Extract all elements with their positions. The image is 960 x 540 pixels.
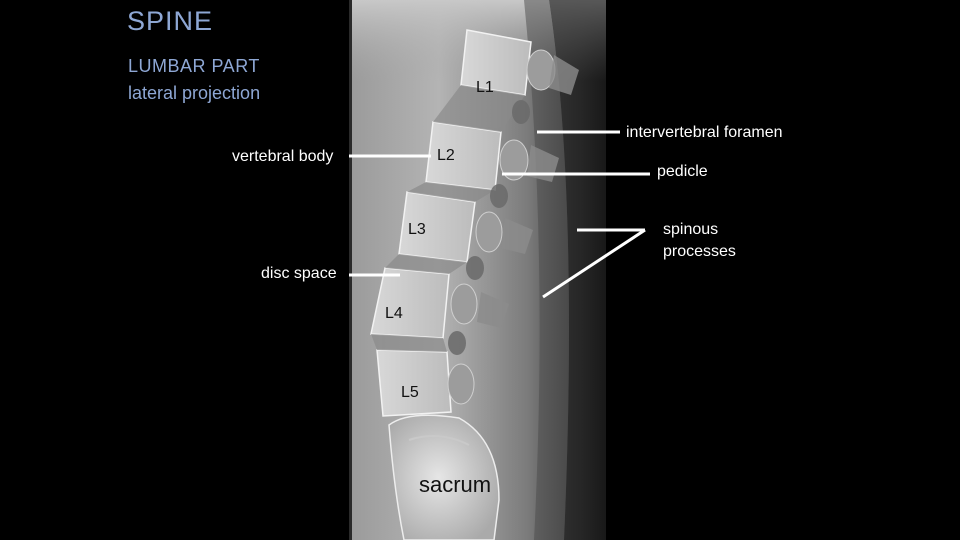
annotation-pedicle: pedicle [657, 163, 708, 180]
label-sacrum: sacrum [419, 472, 492, 497]
slide-subtitle-projection: lateral projection [128, 83, 261, 103]
slide-title: SPINE [127, 6, 214, 36]
label-l5: L5 [401, 384, 419, 401]
label-l1: L1 [476, 79, 494, 96]
label-l2: L2 [437, 147, 455, 164]
annotation-intervertebral-foramen: intervertebral foramen [626, 124, 783, 141]
label-l4: L4 [385, 305, 403, 322]
slide-subtitle-region: LUMBAR PART [128, 56, 260, 76]
annotation-vertebral-body: vertebral body [232, 148, 334, 165]
annotation-disc-space: disc space [261, 265, 337, 282]
label-l3: L3 [408, 221, 426, 238]
annotation-spinous-processes: spinous processes [663, 221, 736, 260]
